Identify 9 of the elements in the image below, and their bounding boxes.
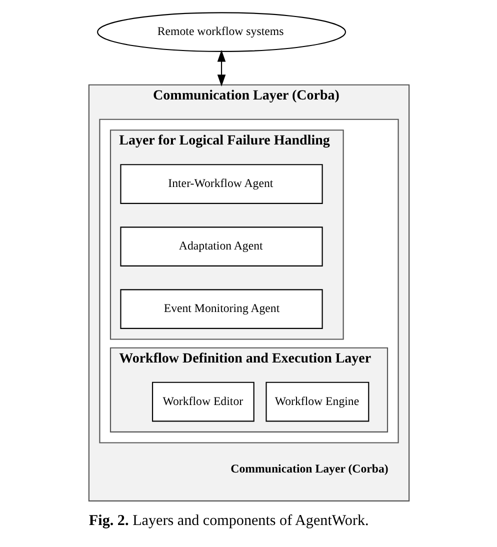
node-box: Inter-Workflow Agent xyxy=(120,164,322,204)
node-box: Adaptation Agent xyxy=(120,226,322,266)
node-ellipse: Remote workflow systems xyxy=(96,12,346,52)
caption: Fig. 2. Layers and components of AgentWork. xyxy=(88,512,368,529)
cluster xyxy=(98,118,398,444)
arrow xyxy=(216,50,226,86)
node-box: Workflow Editor xyxy=(152,382,254,422)
node-box: Event Monitoring Agent xyxy=(120,289,322,330)
node-box: Workflow Engine xyxy=(265,382,369,422)
